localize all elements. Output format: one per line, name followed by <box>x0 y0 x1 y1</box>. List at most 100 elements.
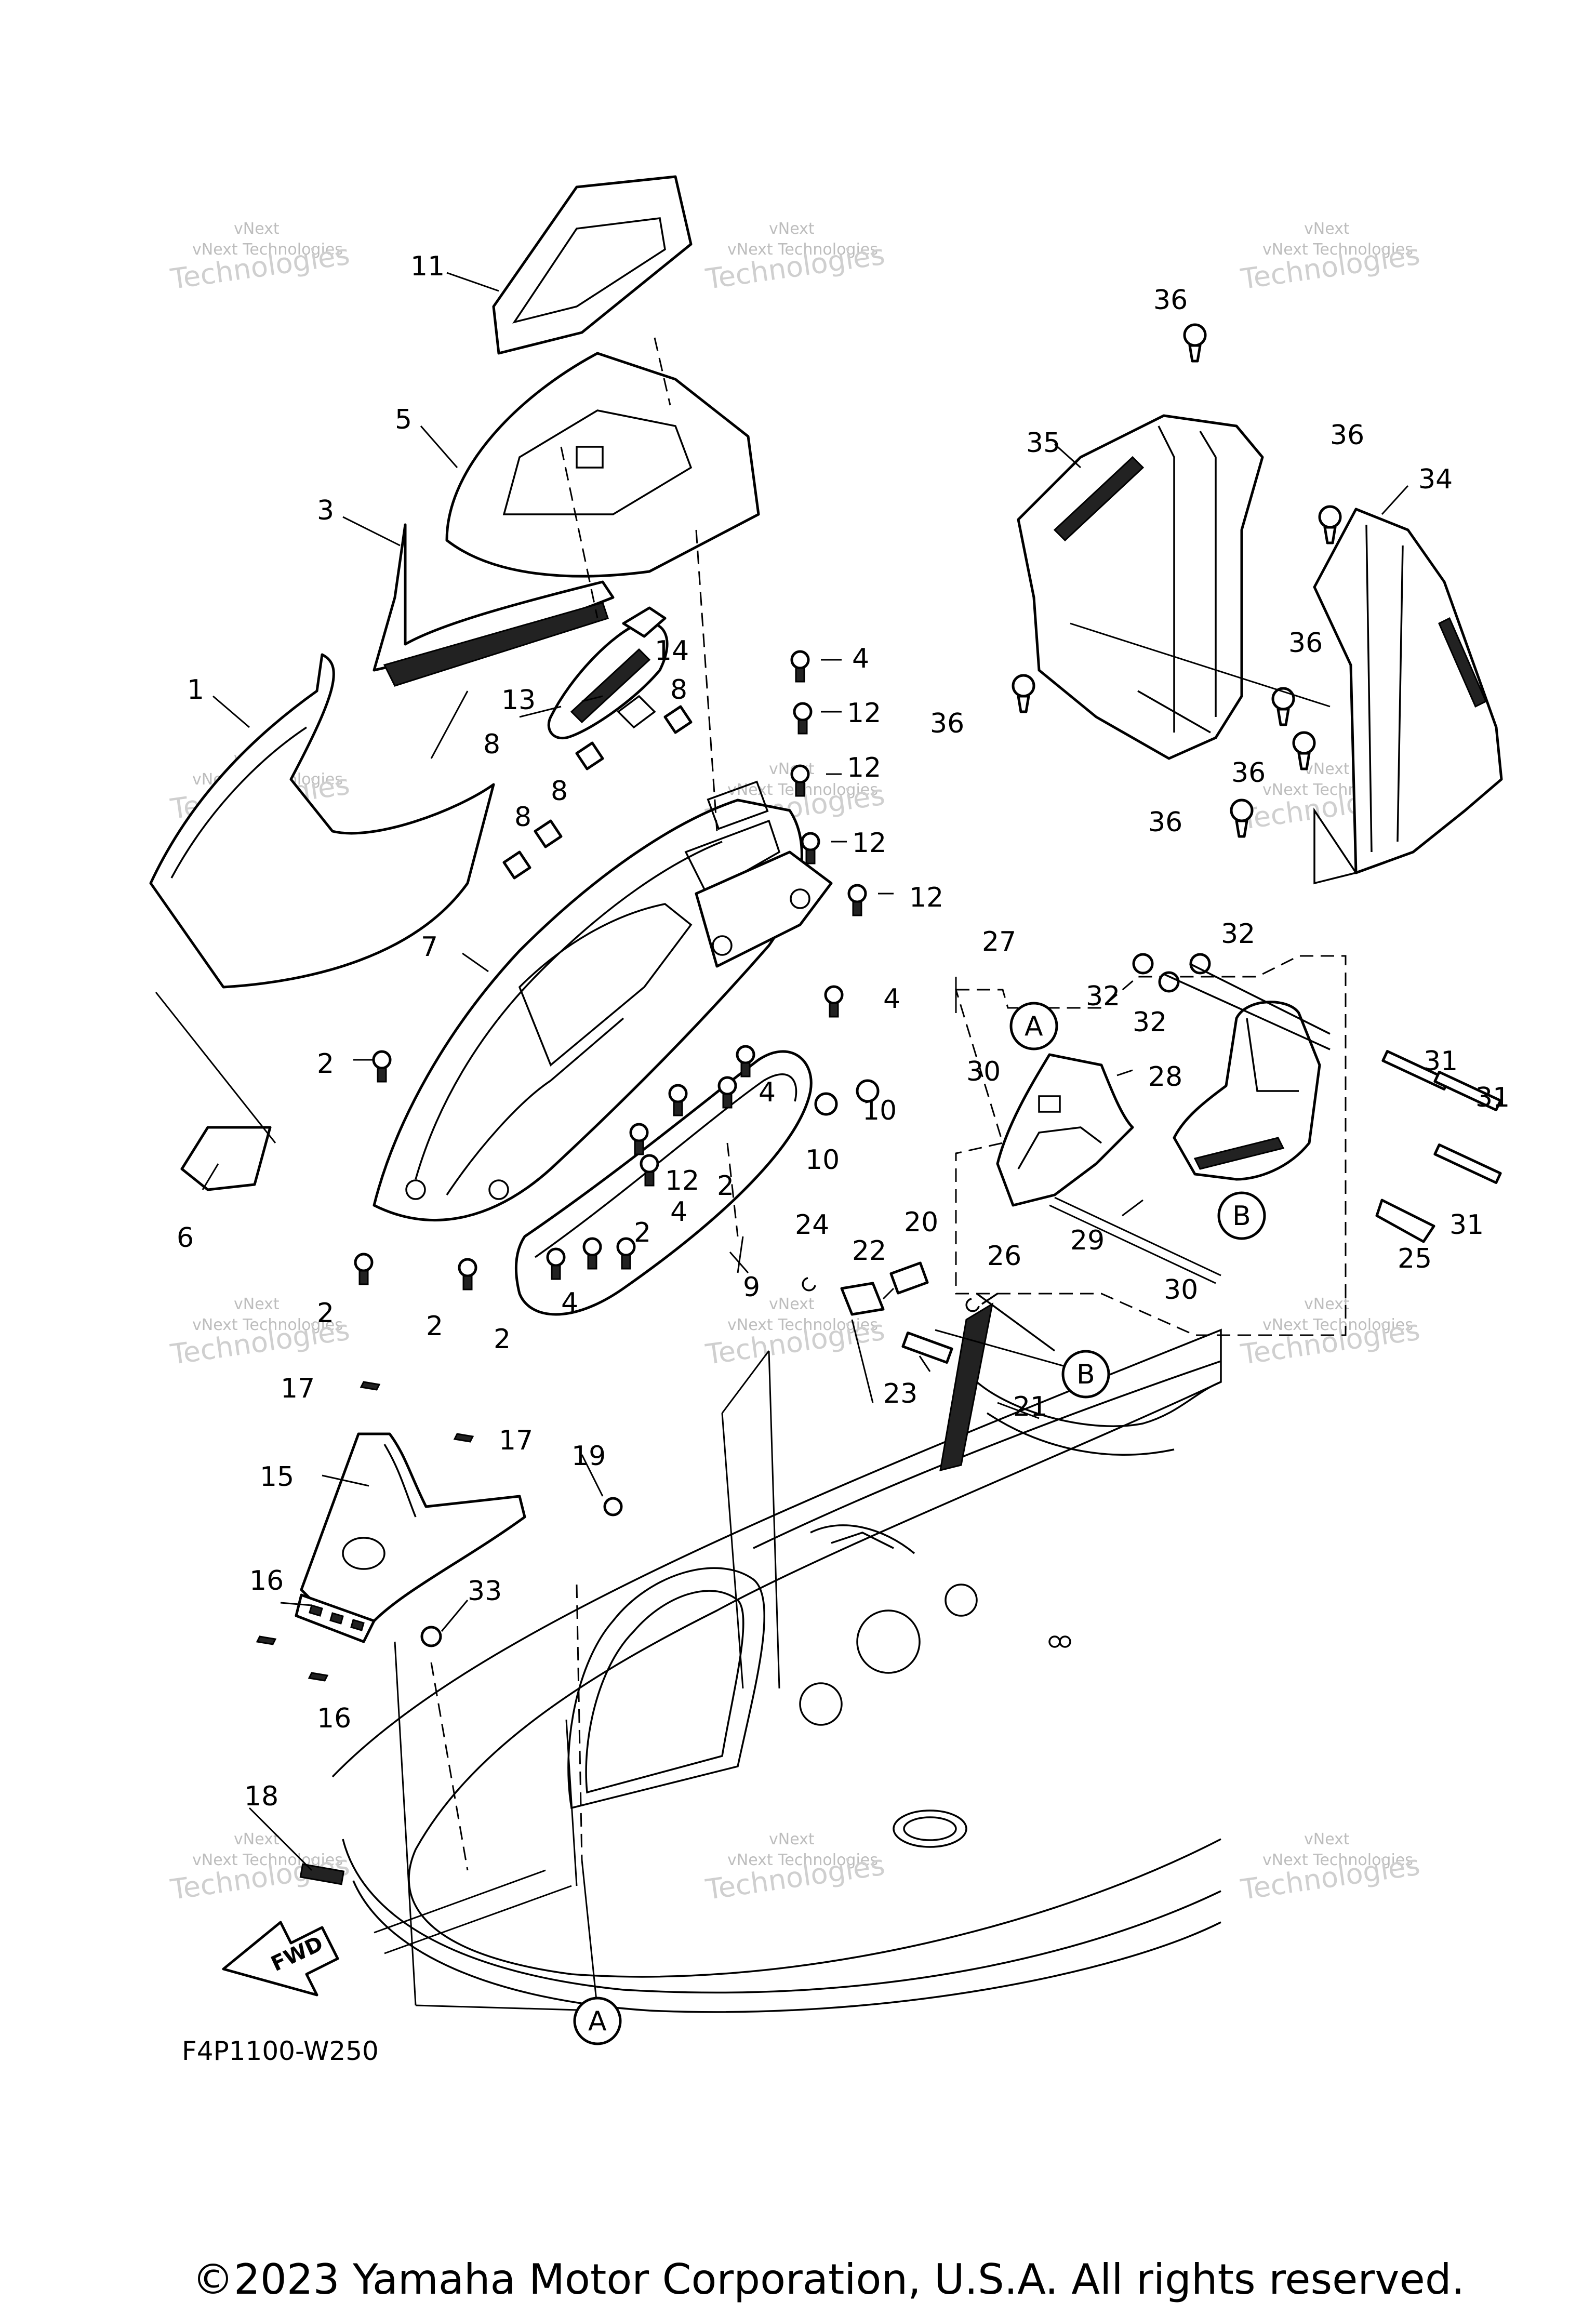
watermark-vnext: vNext <box>769 1295 815 1313</box>
callout-36-e: 36 <box>1231 757 1266 789</box>
callout-4-e: 4 <box>561 1287 578 1319</box>
callout-14: 14 <box>655 635 689 667</box>
ref-circle-a-top <box>1009 1002 1058 1050</box>
callout-2-c: 2 <box>634 1217 651 1248</box>
reference-markers: A B B A <box>573 1002 1266 2045</box>
callout-31-a: 31 <box>1424 1046 1458 1077</box>
leader-lines <box>202 272 1409 1871</box>
callout-3: 3 <box>317 495 334 526</box>
watermark-vnext-technologies: vNext Technologies <box>192 1316 343 1334</box>
fwd-arrow: FWD <box>222 1921 339 1997</box>
watermark-vnext-technologies: vNext Technologies <box>1262 1316 1413 1334</box>
pump-cover-drawing <box>1012 323 1503 885</box>
callout-2-f: 2 <box>494 1324 511 1355</box>
callout-4-c: 4 <box>759 1077 776 1108</box>
callout-25: 25 <box>1398 1243 1432 1274</box>
watermark-vnext: vNext <box>1304 1295 1350 1313</box>
callout-26: 26 <box>987 1241 1021 1272</box>
callout-10-b: 10 <box>805 1145 840 1176</box>
callout-5: 5 <box>395 404 412 435</box>
callout-30-a: 30 <box>966 1056 1001 1087</box>
callout-11: 11 <box>410 251 445 282</box>
callout-8-a: 8 <box>670 674 687 706</box>
ref-circle-b-bottom <box>1061 1350 1110 1399</box>
callout-21: 21 <box>1013 1391 1047 1422</box>
ref-b-top: B <box>1232 1201 1251 1232</box>
callout-4-b: 4 <box>883 983 900 1015</box>
callout-36-d: 36 <box>930 708 964 739</box>
storage-bin-drawing <box>373 606 833 1316</box>
ref-circle-a-bottom <box>573 1997 622 2045</box>
callout-10-a: 10 <box>862 1095 897 1126</box>
callout-29: 29 <box>1070 1225 1105 1256</box>
watermark-vnext: vNext <box>234 1295 280 1313</box>
callout-2-d: 2 <box>317 1298 334 1329</box>
callout-12-d: 12 <box>909 882 943 913</box>
upper-cover-parts <box>149 175 760 1191</box>
callout-32-c: 32 <box>1133 1007 1167 1038</box>
watermark-vnext-technologies: vNext Technologies <box>727 1851 878 1869</box>
callout-22: 22 <box>852 1235 886 1267</box>
callout-23: 23 <box>883 1378 917 1409</box>
watermark-vnext-technologies: vNext Technologies <box>1262 1851 1413 1869</box>
callout-4-a: 4 <box>852 643 869 674</box>
callout-20: 20 <box>904 1207 938 1238</box>
bolts <box>354 650 880 1647</box>
clips <box>502 705 693 880</box>
callout-30-b: 30 <box>1164 1274 1198 1306</box>
watermark-vnext-technologies: vNext Technologies <box>727 241 878 259</box>
ref-a-bottom: A <box>588 2006 607 2037</box>
callout-12-e: 12 <box>665 1165 699 1196</box>
callout-12-c: 12 <box>852 828 886 859</box>
callout-34: 34 <box>1418 464 1453 495</box>
callout-16-b: 16 <box>317 1703 351 1734</box>
watermark-vnext: vNext <box>234 220 280 238</box>
callout-19: 19 <box>571 1441 606 1472</box>
callout-2-b: 2 <box>717 1170 734 1202</box>
watermark-vnext: vNext <box>769 1830 815 1848</box>
callout-28: 28 <box>1148 1061 1182 1093</box>
front-cover-drawing <box>256 1381 526 1885</box>
callout-32-b: 32 <box>1086 981 1120 1012</box>
ref-circle-b-top <box>1217 1191 1266 1240</box>
callout-16-a: 16 <box>249 1565 284 1596</box>
callout-32-a: 32 <box>1221 919 1255 950</box>
callout-8-d: 8 <box>514 802 531 833</box>
ref-b-bottom: B <box>1076 1359 1095 1390</box>
watermark-vnext: vNext <box>1304 1830 1350 1848</box>
callout-27: 27 <box>982 926 1016 957</box>
assembly-lines <box>155 337 1331 2012</box>
callout-7: 7 <box>421 932 438 963</box>
callout-17-a: 17 <box>281 1373 315 1404</box>
callout-31-c: 31 <box>1449 1209 1484 1241</box>
callout-12-b: 12 <box>847 752 881 783</box>
callout-17-b: 17 <box>499 1425 533 1456</box>
callout-36-f: 36 <box>1148 807 1182 838</box>
callout-36-c: 36 <box>1288 628 1323 659</box>
watermark-vnext-technologies: vNext Technologies <box>1262 241 1413 259</box>
callout-35: 35 <box>1026 428 1060 459</box>
callout-36-a: 36 <box>1153 285 1188 316</box>
watermark-vnext: vNext <box>1304 760 1350 778</box>
callout-4-d: 4 <box>670 1196 687 1228</box>
watermark-vnext: vNext <box>1304 220 1350 238</box>
callout-labels: 11 5 3 1 14 13 8 8 8 8 7 4 12 12 12 12 4… <box>177 251 1510 1812</box>
callout-31-b: 31 <box>1475 1082 1510 1113</box>
copyright-notice: ©2023 Yamaha Motor Corporation, U.S.A. A… <box>192 2255 1465 2304</box>
hull-drawing <box>331 1328 1222 2013</box>
callout-8-c: 8 <box>551 776 568 807</box>
callout-9: 9 <box>743 1272 760 1303</box>
ref-a-top: A <box>1025 1011 1043 1042</box>
callout-13: 13 <box>501 685 536 716</box>
drawing-code: F4P1100-W250 <box>182 2036 379 2066</box>
linkage-parts-drawing <box>802 1261 1056 1472</box>
callout-2-e: 2 <box>426 1311 443 1342</box>
watermark-vnext: vNext <box>769 220 815 238</box>
callout-36-b: 36 <box>1330 420 1364 451</box>
callout-8-b: 8 <box>483 729 500 760</box>
watermark-vnext-technologies: vNext Technologies <box>192 241 343 259</box>
callout-6: 6 <box>177 1222 194 1254</box>
callout-15: 15 <box>260 1461 294 1493</box>
bracket-assembly-drawing <box>954 953 1502 1336</box>
